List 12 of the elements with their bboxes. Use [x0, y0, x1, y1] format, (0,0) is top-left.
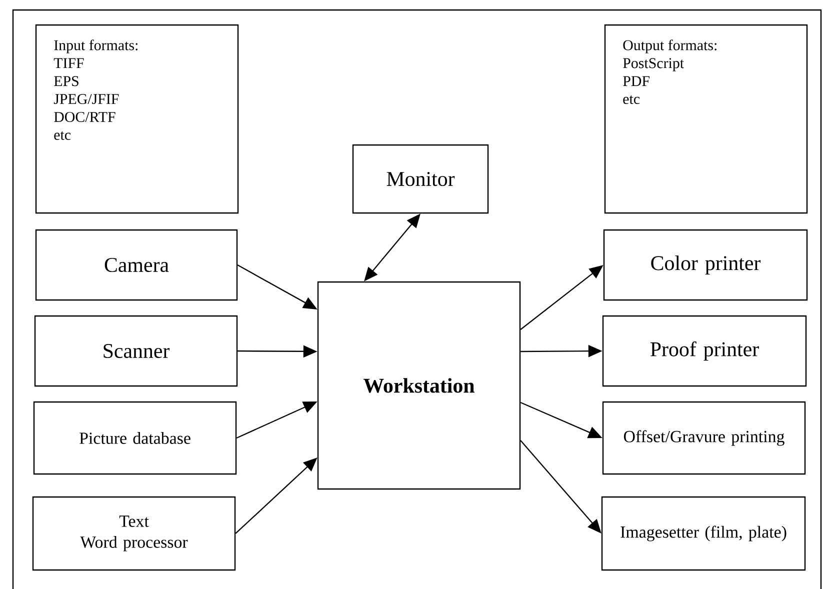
format-list-box: Output formats: PostScript PDF etc: [604, 24, 808, 214]
device-box: Color printer: [603, 229, 808, 301]
device-box: Text Word processor: [32, 496, 236, 571]
device-box: Proof printer: [602, 315, 807, 387]
device-box: Picture database: [33, 401, 237, 475]
device-box: Camera: [35, 229, 238, 301]
device-box: Monitor: [352, 144, 489, 214]
device-box: Imagesetter (film, plate): [601, 496, 806, 571]
workstation-box: Workstation: [317, 281, 521, 490]
format-list-box: Input formats: TIFF EPS JPEG/JFIF DOC/RTF etc: [35, 24, 239, 214]
device-box: Scanner: [34, 315, 238, 387]
device-box: Offset/Gravure printing: [602, 401, 806, 475]
